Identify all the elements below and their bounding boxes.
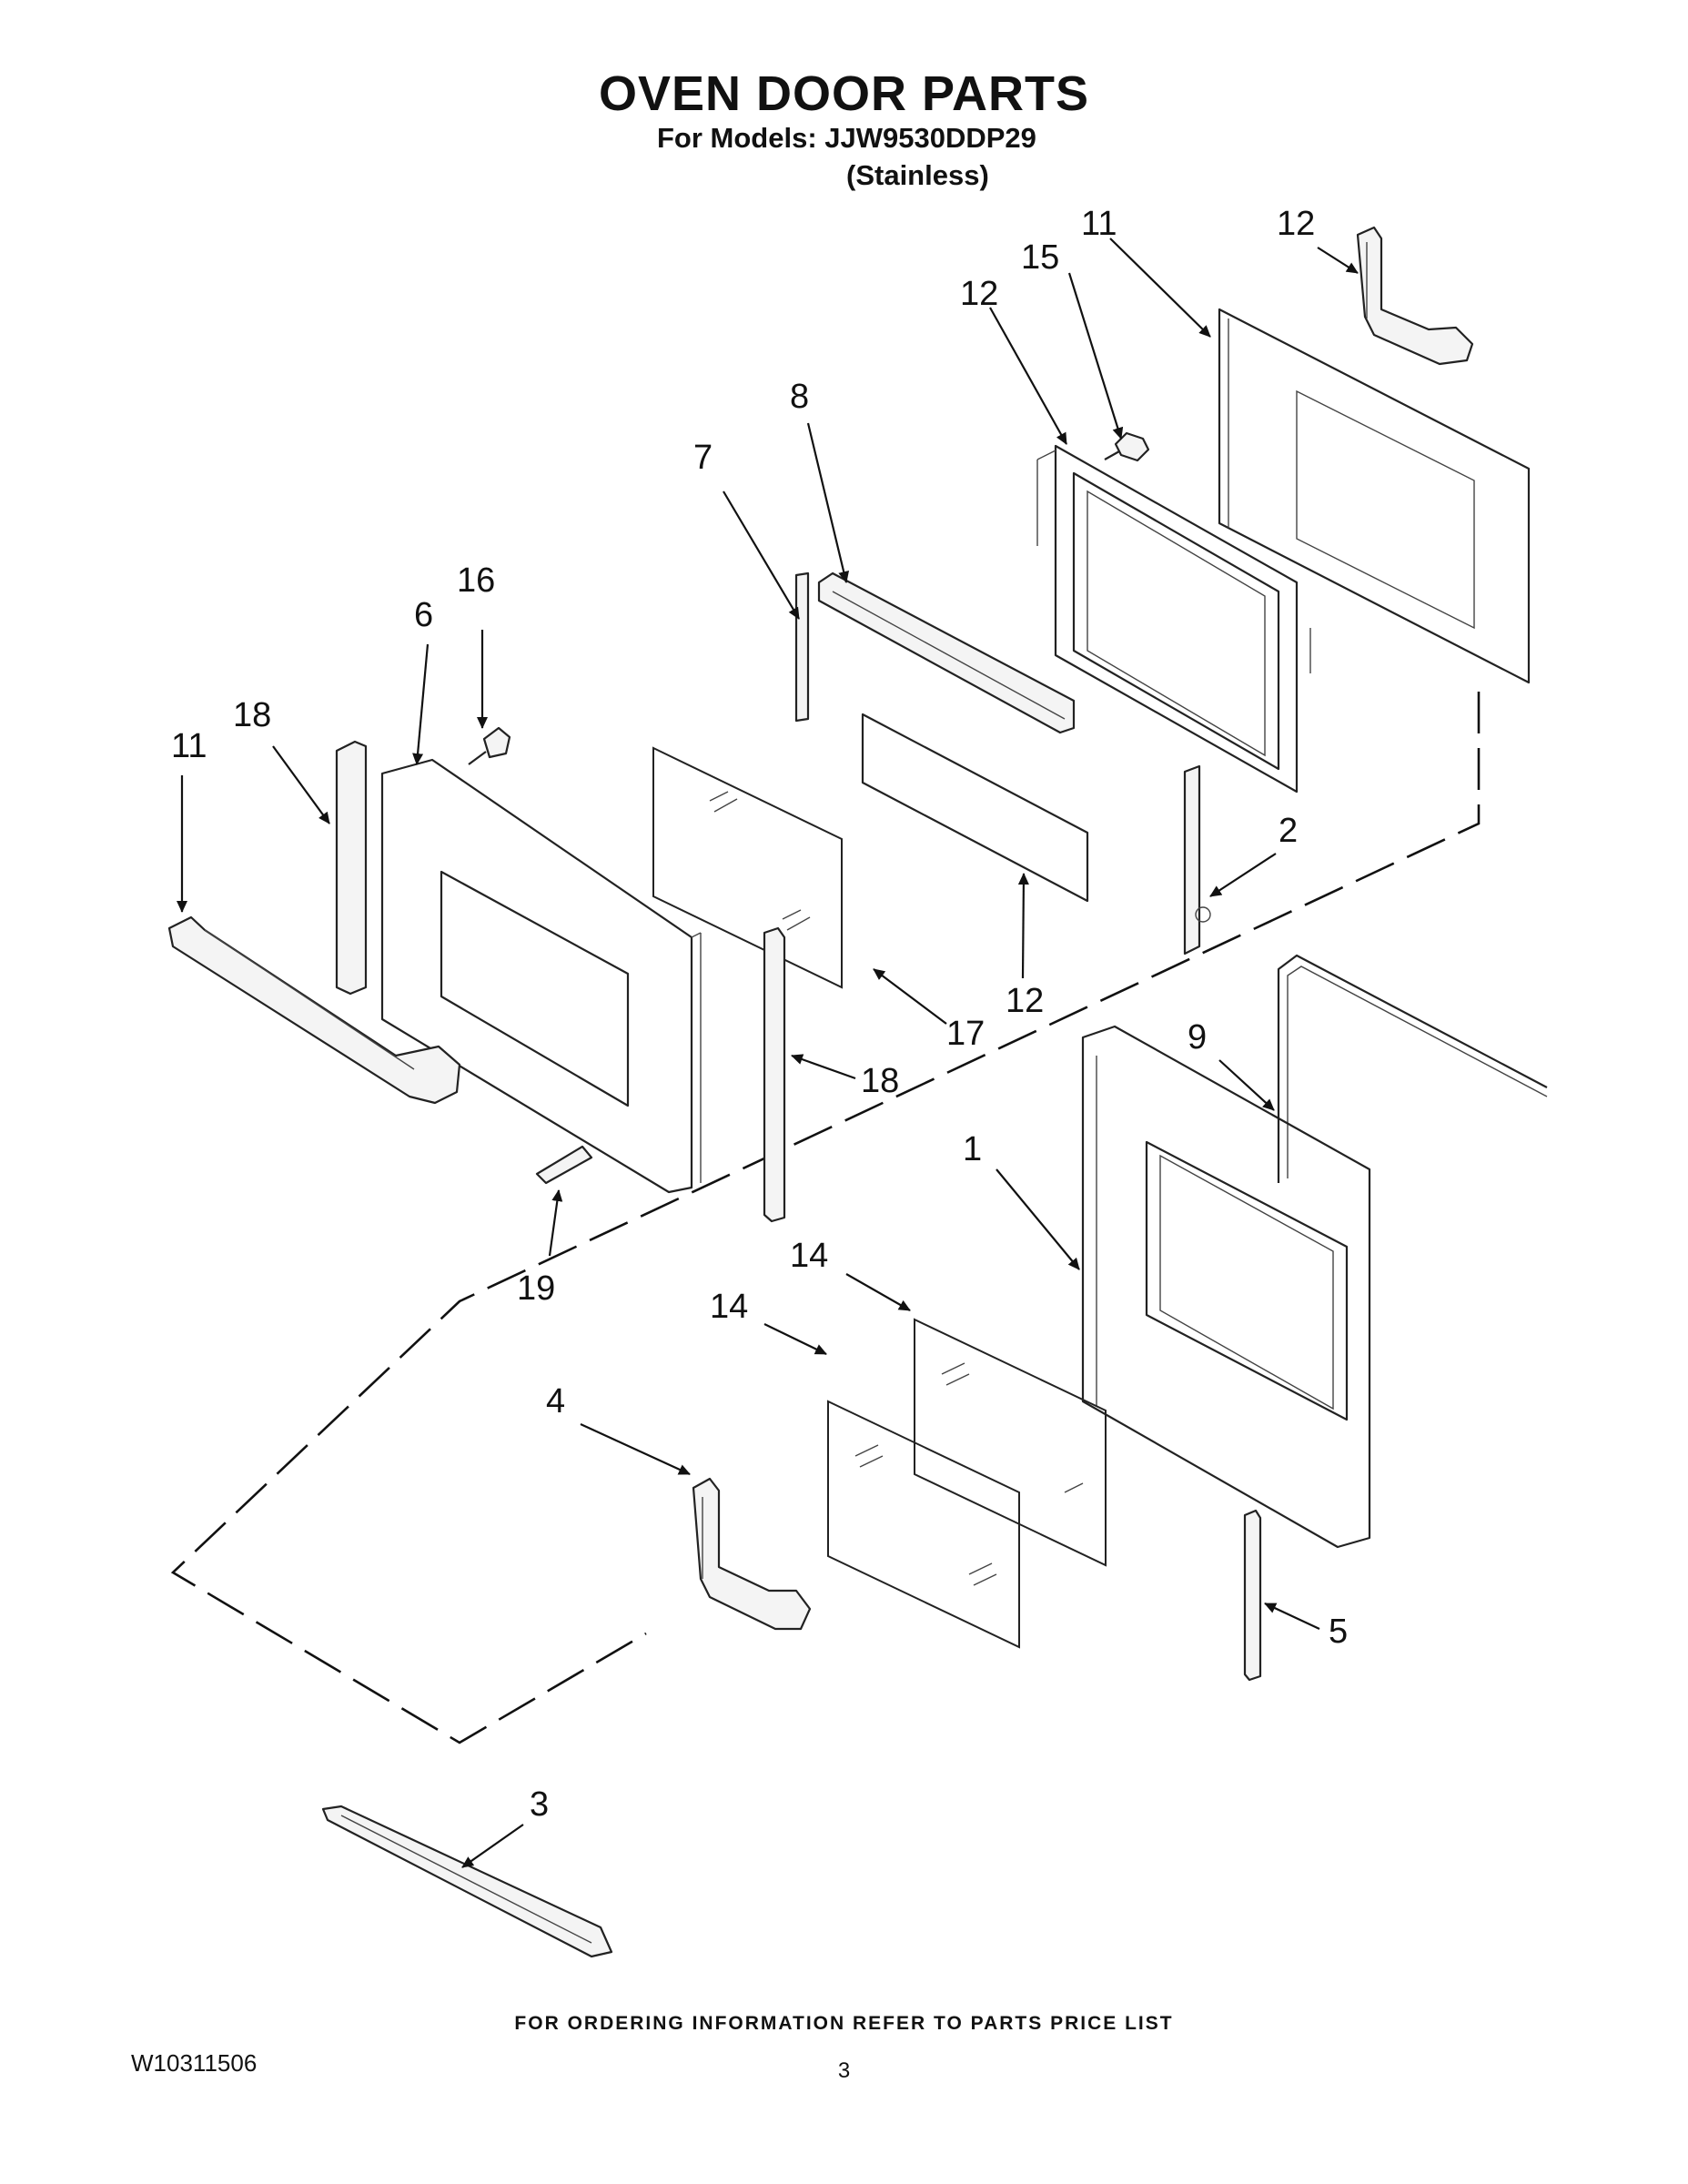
- part-9-gasket: [1277, 954, 1548, 1183]
- part-4-hinge-bracket: [692, 1477, 812, 1631]
- part-15-screw: [1104, 431, 1150, 462]
- part-13-hinge-bracket: [1356, 226, 1474, 366]
- callout-14-front: 14: [710, 1288, 748, 1326]
- part-2-hinge-strip: [1183, 764, 1211, 956]
- part-14-glass-front: [827, 1400, 1020, 1649]
- callout-10: 11: [1081, 205, 1117, 243]
- callout-7: 7: [693, 439, 713, 477]
- part-18-side-strip-left: [335, 740, 368, 996]
- part-12-inner-frame: [1036, 444, 1311, 794]
- part-3-bottom-vent: [321, 1805, 613, 1958]
- finish-label: (Stainless): [846, 159, 989, 191]
- part-19-badge: [535, 1145, 593, 1185]
- callout-18-center: 18: [861, 1062, 899, 1100]
- callout-3: 3: [530, 1785, 549, 1824]
- callout-16: 16: [457, 561, 495, 600]
- page-title: OVEN DOOR PARTS: [598, 66, 1090, 121]
- part-18-side-strip-center: [763, 926, 786, 1223]
- callout-2: 2: [1279, 812, 1298, 850]
- document-number: W10311506: [131, 2049, 258, 2077]
- callout-12-top: 12: [960, 275, 998, 313]
- callout-12-lower: 12: [1006, 982, 1044, 1020]
- part-11-door-handle: [167, 915, 461, 1105]
- part-17-glass: [652, 746, 843, 989]
- part-7-side-strip: [794, 571, 810, 723]
- callout-4: 4: [546, 1382, 565, 1421]
- leader-arrows: [177, 238, 1359, 1868]
- callout-19: 19: [517, 1269, 555, 1308]
- part-6-outer-door-panel: [380, 758, 702, 1194]
- callout-8: 8: [790, 378, 809, 416]
- part-5-side-strip: [1243, 1509, 1262, 1682]
- callout-1: 1: [963, 1130, 982, 1168]
- page-number: 3: [837, 2058, 851, 2083]
- models-line: For Models: JJW9530DDP29: [657, 122, 1036, 154]
- callout-14-rear: 14: [790, 1237, 828, 1275]
- part-14-glass-rear: [914, 1318, 1107, 1567]
- callout-13: 12: [1277, 205, 1315, 243]
- part-8-trim-channel: [817, 571, 1076, 734]
- part-12-lower-panel: [861, 713, 1089, 903]
- callout-labels: 12 11 15 12 8 7 16 6 18 11 2 12 17 18 9 …: [171, 205, 1348, 1824]
- callout-15: 15: [1021, 238, 1059, 277]
- callout-18-left: 18: [233, 696, 271, 734]
- callout-17: 17: [946, 1015, 985, 1053]
- callout-9: 9: [1188, 1018, 1207, 1057]
- part-16-screw: [468, 726, 511, 765]
- callout-6: 6: [414, 596, 433, 634]
- part-10-outer-glass: [1218, 308, 1531, 684]
- ordering-note: FOR ORDERING INFORMATION REFER TO PARTS …: [514, 2013, 1174, 2034]
- part-1-inner-door-liner: [1081, 1025, 1371, 1549]
- callout-11: 11: [171, 727, 207, 765]
- callout-5: 5: [1329, 1613, 1348, 1651]
